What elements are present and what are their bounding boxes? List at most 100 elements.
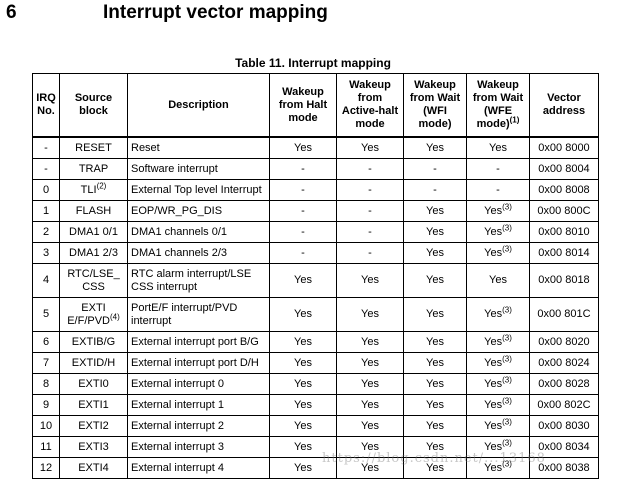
- vector-address-cell-text: 0x00 8030: [538, 419, 590, 432]
- irq-cell: 7: [32, 352, 60, 374]
- wakeup-active-halt-cell: Yes: [336, 331, 404, 353]
- wakeup-wfe-cell: Yes(3): [466, 221, 530, 243]
- vector-address-cell-text: 0x00 802C: [537, 398, 591, 411]
- vector-address-cell-text: 0x00 8038: [538, 461, 590, 474]
- wakeup-wfi-cell-text: Yes: [426, 204, 444, 217]
- source-block-cell: EXTI4: [59, 457, 128, 479]
- wakeup-wfe-cell: -: [466, 158, 530, 180]
- description-cell: External interrupt 2: [127, 415, 270, 437]
- wakeup-active-halt-cell-text: Yes: [361, 356, 379, 369]
- vector-address-cell-text: 0x00 8008: [538, 183, 590, 196]
- wakeup-wfe-cell: Yes: [466, 136, 530, 159]
- description-cell-text: Software interrupt: [131, 162, 218, 175]
- section-title: Interrupt vector mapping: [103, 2, 328, 23]
- wakeup-wfe-cell: -: [466, 179, 530, 201]
- footnote-ref: (3): [502, 416, 512, 426]
- wakeup-halt-cell: Yes: [269, 373, 337, 395]
- irq-cell: 1: [32, 200, 60, 222]
- wakeup-wfi-cell: -: [403, 179, 467, 201]
- source-block-cell-text: EXTI3: [78, 440, 109, 453]
- wakeup-wfi-cell-text: -: [433, 162, 437, 175]
- description-cell-text: DMA1 channels 0/1: [131, 225, 227, 238]
- irq-cell-text: 10: [39, 419, 53, 432]
- wakeup-active-halt-cell-text: Yes: [361, 398, 379, 411]
- wakeup-active-halt-cell-text: Yes: [361, 308, 379, 320]
- wakeup-wfi-cell-text: -: [433, 183, 437, 196]
- source-block-cell-text: DMA1 0/1: [69, 225, 118, 238]
- wakeup-active-halt-cell: Yes: [336, 136, 404, 159]
- wakeup-wfe-cell: Yes(3): [466, 200, 530, 222]
- source-block-cell-text: EXTI2: [78, 419, 109, 432]
- wakeup-wfe-cell: Yes(3): [466, 415, 530, 437]
- wakeup-wfe-cell-text: Yes: [484, 398, 503, 411]
- wakeup-wfe-cell-text: Yes: [484, 461, 503, 474]
- wakeup-wfi-cell: Yes: [403, 415, 467, 437]
- footnote-ref: (3): [502, 374, 512, 384]
- source-block-cell-text: EXTI E/F/PVD: [67, 301, 110, 327]
- footnote-ref: (3): [502, 201, 512, 211]
- wakeup-halt-cell-text: -: [301, 162, 305, 175]
- column-header: IRQ No.: [32, 73, 60, 138]
- wakeup-wfe-cell-text: Yes: [484, 440, 503, 453]
- wakeup-wfe-cell: Yes(3): [466, 436, 530, 458]
- vector-address-cell: 0x00 8004: [529, 158, 599, 180]
- section-heading: 6 Interrupt vector mapping: [0, 0, 626, 30]
- description-cell: PortE/F interrupt/PVD interrupt: [127, 297, 270, 332]
- wakeup-active-halt-cell: -: [336, 200, 404, 222]
- description-cell: External Top level Interrupt: [127, 179, 270, 201]
- description-cell-text: External interrupt port B/G: [131, 335, 259, 348]
- description-cell-text: External interrupt 3: [131, 440, 224, 453]
- vector-address-cell-text: 0x00 8020: [538, 335, 590, 348]
- wakeup-active-halt-cell-text: Yes: [361, 461, 379, 474]
- wakeup-active-halt-cell: Yes: [336, 394, 404, 416]
- wakeup-halt-cell-text: Yes: [294, 419, 312, 432]
- wakeup-halt-cell-text: -: [301, 183, 305, 196]
- wakeup-wfe-cell-text: Yes: [484, 308, 503, 320]
- wakeup-wfe-cell: Yes(3): [466, 242, 530, 264]
- source-block-cell: EXTI2: [59, 415, 128, 437]
- irq-cell-text: 12: [39, 461, 53, 474]
- source-block-cell: EXTID/H: [59, 352, 128, 374]
- vector-address-cell: 0x00 8024: [529, 352, 599, 374]
- table-row: 5 EXTI E/F/PVD(4) PortE/F interrupt/PVD in…: [32, 297, 599, 332]
- wakeup-wfi-cell-text: Yes: [426, 274, 444, 286]
- footnote-ref: (3): [502, 243, 512, 253]
- footnote-ref: (4): [110, 311, 120, 321]
- source-block-cell-text: EXTID/H: [71, 356, 116, 369]
- wakeup-active-halt-cell-text: Yes: [361, 335, 379, 348]
- vector-address-cell-text: 0x00 8024: [538, 356, 590, 369]
- irq-cell: 11: [32, 436, 60, 458]
- description-cell-text: RTC alarm interrupt/LSE CSS interrupt: [131, 267, 252, 293]
- vector-address-cell: 0x00 8030: [529, 415, 599, 437]
- irq-cell-text: 3: [42, 246, 50, 259]
- footnote-ref: (3): [502, 353, 512, 363]
- source-block-cell: RESET: [59, 136, 128, 159]
- irq-cell: 5: [32, 297, 60, 332]
- wakeup-active-halt-cell: -: [336, 242, 404, 264]
- wakeup-wfi-cell: Yes: [403, 457, 467, 479]
- source-block-cell: EXTI0: [59, 373, 128, 395]
- wakeup-active-halt-cell: Yes: [336, 297, 404, 332]
- wakeup-wfi-cell: Yes: [403, 352, 467, 374]
- vector-address-cell-text: 0x00 801C: [537, 308, 591, 320]
- description-cell: External interrupt 1: [127, 394, 270, 416]
- irq-cell: 9: [32, 394, 60, 416]
- irq-cell: 3: [32, 242, 60, 264]
- footnote-ref: (2): [96, 180, 107, 190]
- description-cell-text: External interrupt 2: [131, 419, 224, 432]
- description-cell-text: External interrupt 4: [131, 461, 224, 474]
- wakeup-wfi-cell: Yes: [403, 394, 467, 416]
- description-cell: External interrupt 0: [127, 373, 270, 395]
- irq-cell: 4: [32, 263, 60, 298]
- description-cell-text: External interrupt 0: [131, 377, 224, 390]
- vector-address-cell: 0x00 8038: [529, 457, 599, 479]
- vector-address-cell-text: 0x00 8018: [538, 274, 590, 286]
- wakeup-halt-cell-text: Yes: [294, 398, 312, 411]
- description-cell: External interrupt 3: [127, 436, 270, 458]
- irq-cell-text: 7: [42, 356, 50, 369]
- wakeup-active-halt-cell-text: -: [368, 162, 372, 175]
